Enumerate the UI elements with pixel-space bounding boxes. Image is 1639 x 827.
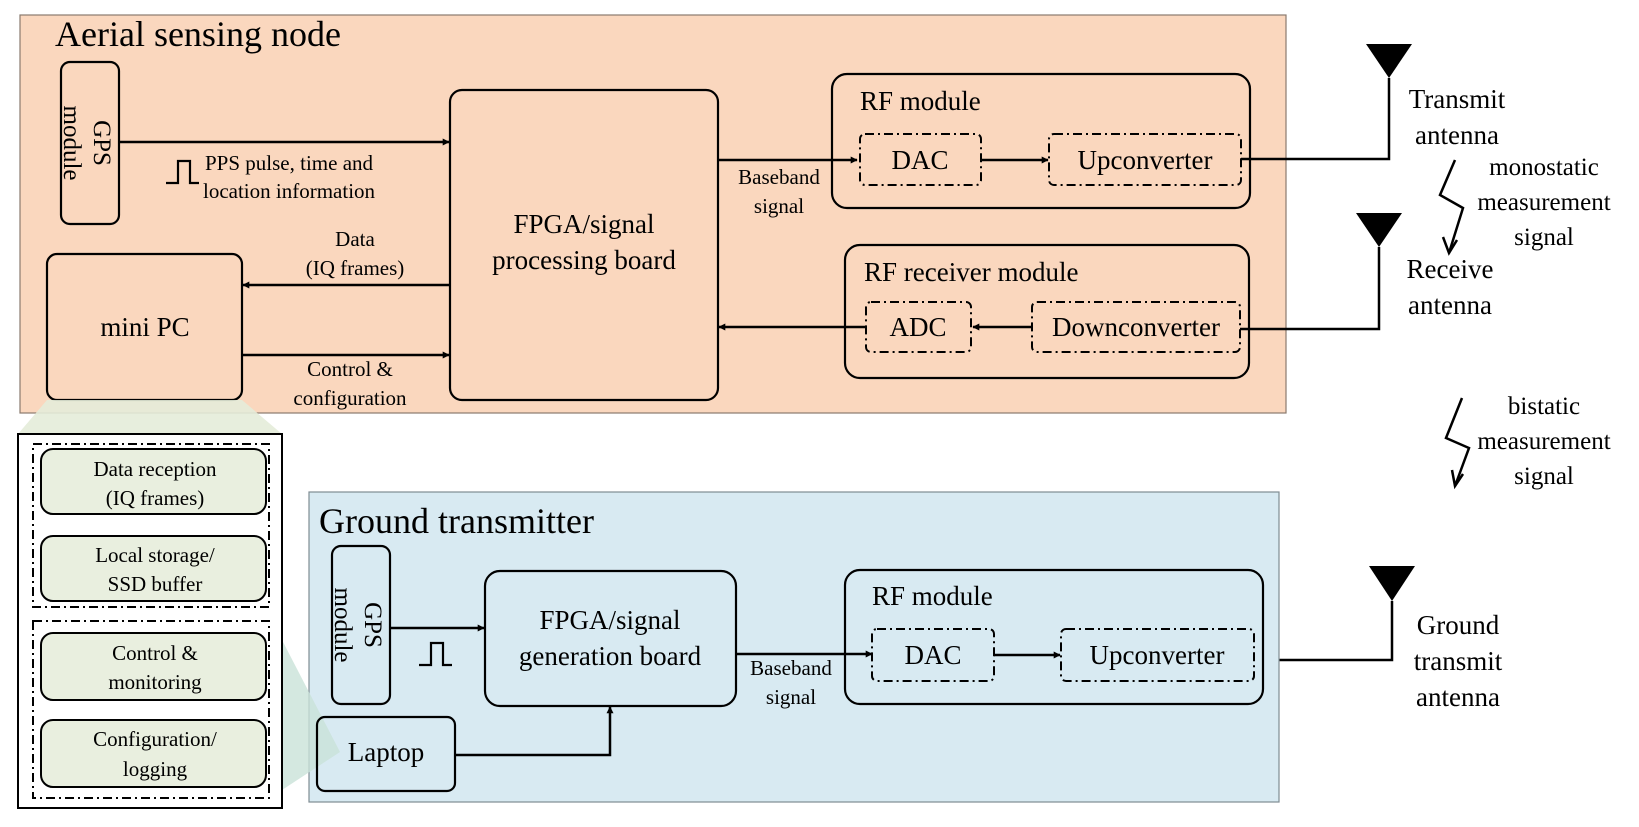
monostatic-signal-icon <box>1438 159 1465 254</box>
tx-antenna-wire <box>1241 78 1391 161</box>
transmit-antenna-icon <box>1366 44 1412 78</box>
mini-pc-label: mini PC <box>100 312 189 342</box>
aerial-gps-module: GPSmodule <box>58 60 121 226</box>
ground-dac-label: DAC <box>904 640 961 670</box>
bistatic-label-3: signal <box>1514 463 1574 490</box>
detail-item-4-line-2: logging <box>123 757 188 781</box>
rf-receiver-title: RF receiver module <box>864 257 1078 287</box>
svg-text:GPSmodule: GPSmodule <box>58 106 115 181</box>
callout-wedge-top <box>18 400 282 434</box>
aerial-panel <box>19 14 1287 414</box>
mini-pc-detail-panel: Data reception (IQ frames) Local storage… <box>17 433 283 809</box>
ground-rf-module: RF module DAC Upconverter <box>843 568 1265 706</box>
detail-item-1-line-1: Data reception <box>93 457 217 481</box>
receive-antenna-label-1: Receive <box>1407 254 1494 284</box>
monostatic-label-2: measurement <box>1477 189 1610 216</box>
control-label-1: Control & <box>307 357 393 381</box>
ground-upconverter-label: Upconverter <box>1090 640 1225 670</box>
adc-label: ADC <box>889 312 946 342</box>
ground-title: Ground transmitter <box>319 501 594 541</box>
detail-item-local-storage: Local storage/ SSD buffer <box>40 535 267 602</box>
detail-item-3-line-2: monitoring <box>108 670 202 694</box>
detail-group-control <box>32 620 270 799</box>
callout-wedge-bottom <box>282 640 340 790</box>
detail-item-2-line-1: Local storage/ <box>95 543 215 567</box>
fpga-processing-label-1: FPGA/signal <box>513 209 654 239</box>
transmit-antenna-label-1: Transmit <box>1409 84 1506 114</box>
rf-receiver-module: RF receiver module ADC Downconverter <box>843 243 1251 380</box>
bistatic-label-2: measurement <box>1477 428 1610 455</box>
ground-rf-title: RF module <box>872 581 993 611</box>
pps-label-2: location information <box>203 179 376 203</box>
aerial-baseband-label-1: Baseband <box>738 165 820 189</box>
pps-label-1: PPS pulse, time and <box>205 151 374 175</box>
ground-panel <box>308 491 1280 803</box>
aerial-baseband-label-2: signal <box>754 194 804 218</box>
fpga-generation-label-2: generation board <box>519 641 702 671</box>
bistatic-label-1: bistatic <box>1508 393 1580 420</box>
ground-antenna-label-3: antenna <box>1416 682 1500 712</box>
antenna-area: Transmit antenna Receive antenna monosta… <box>1240 44 1611 712</box>
fpga-generation-label-1: FPGA/signal <box>539 605 680 635</box>
svg-text:GPSmodule: GPSmodule <box>329 588 386 663</box>
laptop-label: Laptop <box>348 737 424 767</box>
data-label-2: (IQ frames) <box>306 256 405 280</box>
detail-item-1-line-2: (IQ frames) <box>106 486 205 510</box>
fpga-processing-board: FPGA/signal processing board <box>448 88 720 402</box>
detail-item-2-line-2: SSD buffer <box>108 572 203 596</box>
transmit-antenna-label-2: antenna <box>1415 120 1499 150</box>
ground-baseband-label-1: Baseband <box>750 656 832 680</box>
ground-antenna-label-1: Ground <box>1417 610 1500 640</box>
ground-gps-module: GPSmodule <box>329 544 392 706</box>
receive-antenna-label-2: antenna <box>1408 290 1492 320</box>
monostatic-label-1: monostatic <box>1489 154 1599 181</box>
detail-item-data-reception: Data reception (IQ frames) <box>40 448 267 515</box>
pps-pulse-icon <box>166 159 199 185</box>
fpga-generation-board: FPGA/signal generation board <box>483 569 738 708</box>
aerial-upconverter-label: Upconverter <box>1078 145 1213 175</box>
ground-gps-label-1: GPS <box>359 602 386 648</box>
aerial-title: Aerial sensing node <box>55 14 341 54</box>
ground-transmit-antenna-icon <box>1369 566 1415 601</box>
ground-upconverter-block <box>1060 628 1255 682</box>
detail-group-data <box>32 443 270 608</box>
detail-item-control-monitoring: Control & monitoring <box>40 632 267 701</box>
aerial-sensing-node: Aerial sensing node GPSmodule mini PC FP… <box>19 14 1287 414</box>
downconverter-label: Downconverter <box>1052 312 1220 342</box>
ground-antenna-label-2: transmit <box>1414 646 1503 676</box>
bistatic-signal-icon <box>1444 397 1471 487</box>
receive-antenna-icon <box>1356 213 1402 247</box>
control-label-2: configuration <box>293 386 407 410</box>
ground-pps-pulse-icon <box>419 641 452 667</box>
monostatic-signal-icon-tip <box>1441 236 1459 256</box>
aerial-dac-label: DAC <box>891 145 948 175</box>
aerial-gps-label-2: module <box>58 106 85 181</box>
detail-item-3-line-1: Control & <box>112 641 198 665</box>
aerial-rf-title: RF module <box>860 86 981 116</box>
laptop-to-fpga-arrow <box>455 706 614 757</box>
data-label-1: Data <box>335 227 375 251</box>
gt-antenna-wire <box>1254 601 1394 662</box>
bistatic-signal-icon-tip <box>1450 469 1465 490</box>
ground-transmitter: Ground transmitter GPSmodule FPGA/signal… <box>18 400 1280 803</box>
monostatic-label-3: signal <box>1514 224 1574 251</box>
detail-item-4-line-1: Configuration/ <box>93 727 217 751</box>
aerial-gps-label-1: GPS <box>88 120 115 166</box>
ground-baseband-label-2: signal <box>766 685 816 709</box>
rx-antenna-wire <box>1240 247 1381 331</box>
detail-item-configuration-logging: Configuration/ logging <box>40 719 267 788</box>
ground-gps-label-2: module <box>329 588 356 663</box>
fpga-processing-label-2: processing board <box>492 245 676 275</box>
